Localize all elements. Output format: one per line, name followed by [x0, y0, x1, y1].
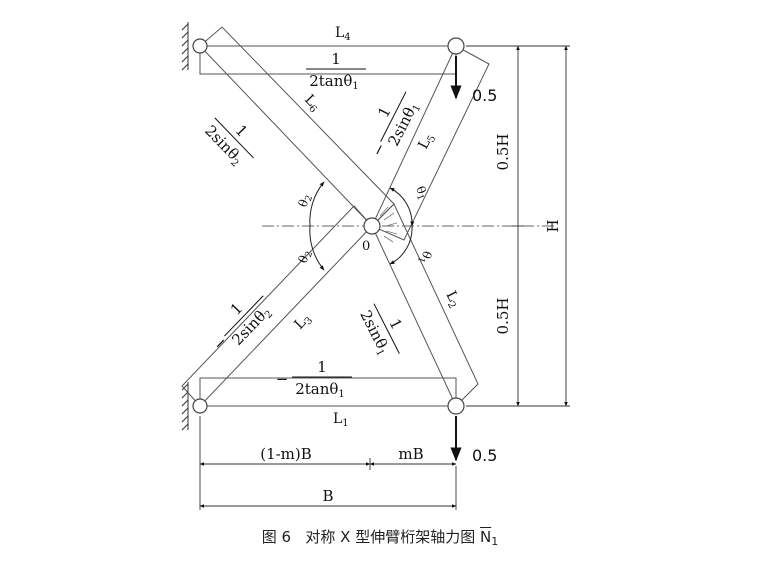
dimension-lines	[199, 45, 570, 510]
force-bottom-tan: − 1 2tanθ1	[276, 358, 352, 400]
caption-subscript: 1	[491, 535, 499, 548]
svg-text:2tanθ1: 2tanθ1	[295, 380, 345, 400]
svg-text:1: 1	[385, 316, 405, 333]
load-value-top: 0.5	[472, 86, 497, 105]
joint-top-right	[447, 37, 465, 55]
joint-top-left	[192, 38, 208, 54]
dim-label-one-minus-mB: (1-m)B	[260, 445, 312, 463]
angle-label-theta1-upper: θ1	[411, 184, 430, 202]
angle-label-theta1-lower: θ1	[415, 248, 434, 266]
force-left-top-sin: 1 2sinθ2	[201, 117, 254, 169]
figure-caption: 图 6 对称 X 型伸臂桁架轴力图 N1	[0, 526, 760, 548]
force-right-bottom-sin: 1 2sinθ1	[355, 303, 406, 358]
force-right-top-sin: − 1 2sinθ1	[368, 91, 424, 159]
svg-text:2sinθ1: 2sinθ1	[355, 307, 394, 358]
center-hatch	[379, 206, 398, 243]
angle-label-theta2-upper: θ2	[296, 192, 315, 210]
truss-members	[199, 45, 457, 407]
svg-text:1: 1	[317, 358, 327, 376]
member-label-L2: L2	[441, 289, 464, 311]
member-label-L5: L5	[415, 131, 438, 153]
dim-label-H: H	[544, 219, 562, 232]
svg-text:1: 1	[374, 104, 394, 121]
caption-symbol: N	[479, 528, 492, 546]
member-label-L3: L3	[291, 310, 315, 334]
member-label-L4: L4	[335, 25, 351, 43]
svg-text:2tanθ1: 2tanθ1	[309, 72, 359, 92]
center-joint-label: 0	[362, 239, 370, 254]
joint-center	[363, 217, 381, 235]
svg-text:1: 1	[331, 50, 341, 68]
dim-label-mB: mB	[398, 445, 423, 463]
dim-label-half-H-top: 0.5H	[494, 134, 512, 171]
dimension-labels: 0.5H 0.5H H (1-m)B mB B	[260, 134, 562, 505]
svg-text:−: −	[276, 370, 289, 388]
dim-label-B: B	[322, 487, 333, 505]
left-wall-supports	[181, 22, 189, 431]
angle-label-theta2-lower: θ2	[296, 248, 315, 266]
load-value-bottom: 0.5	[472, 446, 497, 465]
joint-bottom-right	[447, 397, 465, 415]
joints	[192, 37, 465, 415]
joint-bottom-left	[192, 398, 208, 414]
member-label-L6: L6	[300, 92, 324, 116]
force-top-tan: 1 2tanθ1	[306, 50, 366, 92]
caption-text: 图 6 对称 X 型伸臂桁架轴力图	[261, 528, 480, 546]
angle-arcs	[309, 181, 415, 271]
member-label-L1: L1	[333, 411, 349, 429]
force-left-bottom-sin: − 1 2sinθ2	[209, 295, 275, 354]
angle-labels: θ2 θ2 θ1 θ1	[296, 184, 435, 266]
dim-label-half-H-bottom: 0.5H	[494, 298, 512, 335]
